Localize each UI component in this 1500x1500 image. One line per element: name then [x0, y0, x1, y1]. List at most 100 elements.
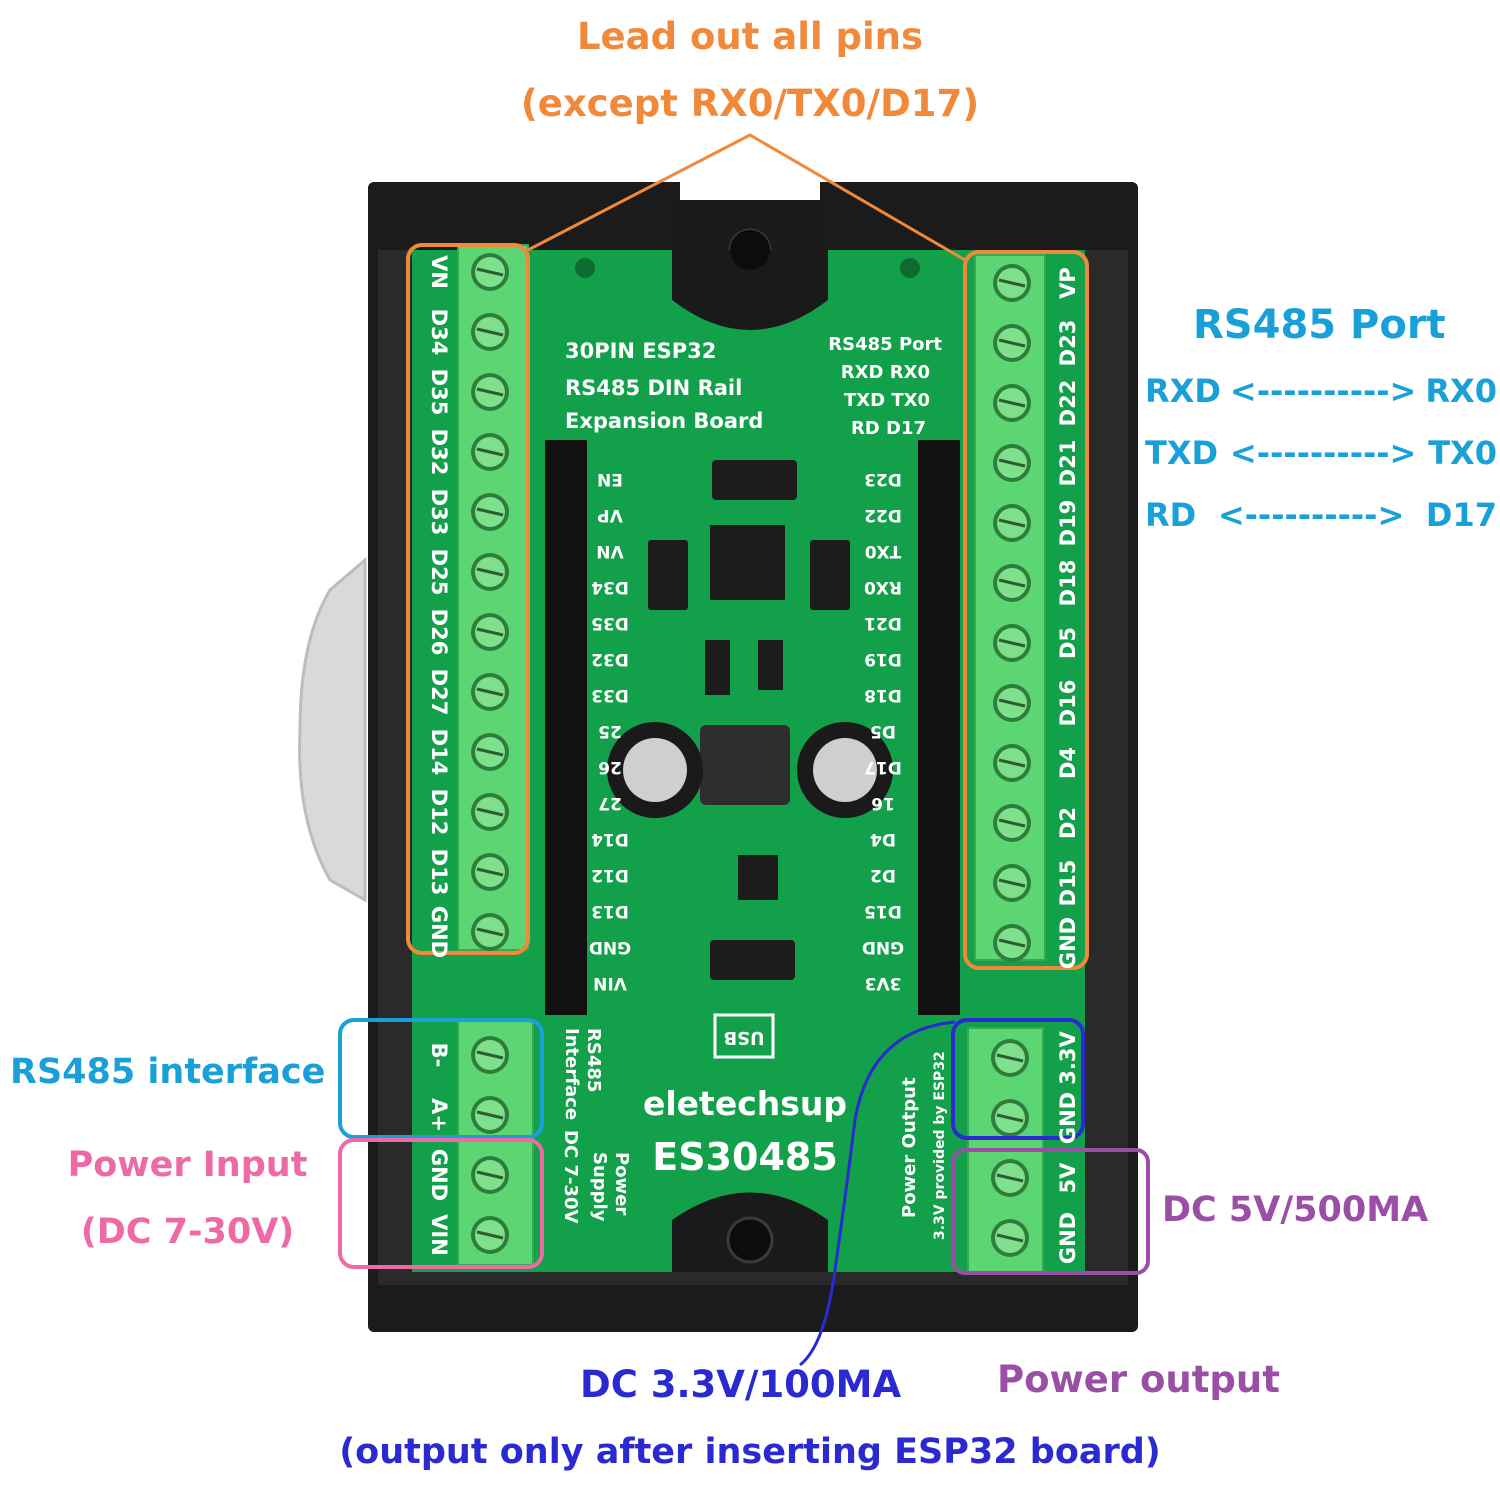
- left-header-label: D12: [591, 865, 629, 885]
- left-pin-label: GND: [427, 906, 451, 958]
- terminal-screw-slot: [998, 458, 1026, 468]
- terminal-screw-slot: [998, 518, 1026, 528]
- right-pin-label: D23: [1056, 320, 1080, 367]
- resistor-r6: [758, 640, 783, 690]
- left-pin-label: D13: [427, 849, 451, 896]
- right-terminal-block: [974, 254, 1046, 961]
- power-output-silk: Power Output: [899, 1077, 920, 1218]
- right-pin-label: D22: [1056, 380, 1080, 427]
- terminal-screw-slot: [476, 867, 504, 877]
- bottom-right-pin-label: 3.3V: [1056, 1031, 1080, 1085]
- left-pin-label: VN: [427, 255, 451, 289]
- right-pin-label: D16: [1056, 680, 1080, 727]
- left-header-label: D32: [591, 649, 629, 669]
- right-female-header: [918, 440, 960, 1015]
- right-pin-label: VP: [1056, 267, 1080, 299]
- terminal-screw-slot: [476, 567, 504, 577]
- right-pin-label: GND: [1056, 917, 1080, 969]
- terminal-screw-slot: [476, 627, 504, 637]
- diode-d1: [710, 940, 795, 980]
- terminal-screw-slot: [998, 938, 1026, 948]
- out33-leader: [799, 1020, 956, 1367]
- left-header-label: EN: [597, 469, 623, 489]
- terminal-screw-slot: [998, 698, 1026, 708]
- silk-port-line3: TXD TX0: [844, 390, 930, 411]
- rs485-map-right: TX0: [1428, 434, 1497, 472]
- left-pin-label: D26: [427, 609, 451, 656]
- right-pin-label: D21: [1056, 440, 1080, 487]
- terminal-screw-slot: [998, 818, 1026, 828]
- terminal-screw-slot: [998, 758, 1026, 768]
- right-pin-box: [963, 250, 1089, 970]
- terminal-screw-slot: [476, 447, 504, 457]
- terminal-screw-slot: [476, 747, 504, 757]
- silk-title: 30PIN ESP32 RS485 DIN Rail Expansion Boa…: [565, 339, 763, 433]
- out33-box: [951, 1018, 1085, 1140]
- terminal-screw-slot: [996, 1233, 1024, 1243]
- pcb-top-hole: [730, 230, 770, 270]
- svg-text:Interface: Interface: [561, 1028, 582, 1120]
- left-header-label: 27: [598, 793, 622, 813]
- dc5v-label: DC 5V/500MA: [1162, 1190, 1429, 1230]
- right-header-label: RX0: [864, 577, 902, 597]
- right-header-label: D22: [864, 505, 902, 525]
- lead-out-title: Lead out all pins: [576, 15, 924, 58]
- svg-text:Supply: Supply: [589, 1152, 610, 1222]
- svg-text:DC 7-30V: DC 7-30V: [560, 1130, 581, 1223]
- terminal-screw-slot: [998, 578, 1026, 588]
- right-header-label: D17: [864, 757, 902, 777]
- diode-d5: [705, 640, 730, 695]
- left-header-label: 26: [598, 757, 622, 777]
- usb-label: USB: [723, 1027, 764, 1048]
- right-pin-label: D15: [1056, 860, 1080, 907]
- right-pin-label: D2: [1056, 807, 1080, 839]
- right-header-label: D2: [870, 865, 896, 885]
- rs485-map-arrow: <---------->: [1229, 434, 1417, 472]
- terminal-screw-slot: [476, 327, 504, 337]
- svg-text:Power: Power: [611, 1152, 632, 1215]
- left-pin-label: D34: [427, 309, 451, 356]
- terminal-screw-slot: [476, 507, 504, 517]
- terminal-screw-slot: [998, 878, 1026, 888]
- top-notch: [680, 180, 820, 202]
- left-header-label: VN: [596, 541, 623, 561]
- din-rail-clip: [298, 556, 367, 903]
- left-terminal-block: [457, 244, 529, 951]
- pcb-hole: [900, 258, 920, 278]
- rs485-map-right: RX0: [1425, 372, 1497, 410]
- left-header-label: D13: [591, 901, 629, 921]
- terminal-screw-slot: [476, 387, 504, 397]
- terminal-screw-slot: [476, 927, 504, 937]
- terminal-screw-slot: [476, 1230, 504, 1240]
- rs485-map-right: D17: [1425, 496, 1497, 534]
- diode-d3: [712, 460, 797, 500]
- left-pin-label: D27: [427, 669, 451, 716]
- terminal-screw-slot: [476, 687, 504, 697]
- left-header-label: GND: [589, 937, 631, 957]
- bottom-mount-hole: [726, 1216, 774, 1264]
- bottom-left-pin-label: GND: [427, 1149, 451, 1201]
- power-input-label: Power Input: [67, 1145, 308, 1185]
- terminal-screw-slot: [996, 1173, 1024, 1183]
- silk-title-line1: 30PIN ESP32: [565, 339, 716, 363]
- left-pin-label: D33: [427, 489, 451, 536]
- power-supply-voltage-silk: DC 7-30V: [560, 1130, 581, 1223]
- right-pin-label: D18: [1056, 560, 1080, 607]
- left-header-label: VP: [597, 505, 623, 525]
- left-header-label: D34: [591, 577, 629, 597]
- bottom-left-pin-label: B-: [427, 1043, 451, 1068]
- bottom-left-pin-label: VIN: [427, 1214, 451, 1256]
- pcb-hole: [575, 258, 595, 278]
- right-header-label: 16: [871, 793, 895, 813]
- left-pin-label: D35: [427, 369, 451, 416]
- capacitor-c1-top: [813, 738, 877, 802]
- usb-box: [713, 1013, 775, 1059]
- power-supply-silk: Power Supply: [589, 1152, 632, 1222]
- bottom-left-pin-label: A+: [427, 1098, 451, 1132]
- rs485-map-row: TXD<---------->TX0: [1145, 434, 1497, 496]
- left-header-label: D33: [591, 685, 629, 705]
- right-header-label: D23: [864, 469, 902, 489]
- right-header-label: D18: [864, 685, 902, 705]
- silk-title-line3: Expansion Board: [565, 409, 763, 433]
